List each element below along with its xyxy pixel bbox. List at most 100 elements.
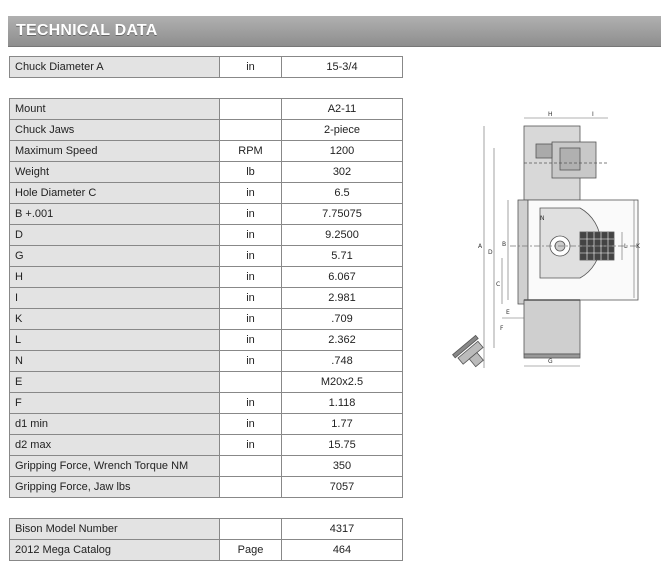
spec-row: Gripping Force, Wrench Torque NM 350 (9, 455, 403, 477)
spec-value: 15-3/4 (281, 56, 403, 78)
spec-label: K (9, 308, 220, 330)
spec-label: Chuck Diameter A (9, 56, 220, 78)
spec-value: 9.2500 (281, 224, 403, 246)
spec-label: D (9, 224, 220, 246)
spec-label: Bison Model Number (9, 518, 220, 540)
spec-value: 1.118 (281, 392, 403, 414)
spec-unit: in (219, 203, 282, 225)
spec-label: d1 min (9, 413, 220, 435)
spec-unit: in (219, 350, 282, 372)
spec-unit: in (219, 266, 282, 288)
spec-label: Maximum Speed (9, 140, 220, 162)
spec-value: 2.362 (281, 329, 403, 351)
chuck-body-lower (523, 299, 581, 355)
spec-value: 7.75075 (281, 203, 403, 225)
chuck-technical-drawing: H I A D B C E F G L K N (452, 111, 641, 368)
dim-label-i: I (592, 111, 594, 118)
spec-label: F (9, 392, 220, 414)
spec-unit (219, 476, 282, 498)
spec-unit: in (219, 56, 282, 78)
spec-unit: RPM (219, 140, 282, 162)
dim-label-k: K (636, 243, 641, 250)
spec-value: 6.067 (281, 266, 403, 288)
spec-row: Chuck Jaws 2-piece (9, 119, 403, 141)
spec-label: H (9, 266, 220, 288)
spec-value: 6.5 (281, 182, 403, 204)
spec-unit: in (219, 182, 282, 204)
chuck-flange (517, 199, 529, 305)
spec-label: Gripping Force, Jaw lbs (9, 476, 220, 498)
spec-value: 1.77 (281, 413, 403, 435)
spec-unit (219, 455, 282, 477)
spec-value: 15.75 (281, 434, 403, 456)
spec-label: N (9, 350, 220, 372)
spec-unit: in (219, 308, 282, 330)
dim-label-b: B (502, 241, 506, 248)
dim-label-d: D (488, 249, 493, 256)
spec-label: Chuck Jaws (9, 119, 220, 141)
dim-label-n: N (540, 215, 545, 222)
spec-value: .748 (281, 350, 403, 372)
section-header: TECHNICAL DATA (8, 16, 661, 47)
spec-value: M20x2.5 (281, 371, 403, 393)
spec-value: 2.981 (281, 287, 403, 309)
spec-value: 5.71 (281, 245, 403, 267)
spec-label: Weight (9, 161, 220, 183)
dim-label-h: H (548, 111, 553, 118)
spec-label: L (9, 329, 220, 351)
dim-label-g: G (548, 358, 553, 365)
spec-label: G (9, 245, 220, 267)
dim-label-c: C (496, 281, 500, 288)
spec-unit: in (219, 413, 282, 435)
dim-label-e: E (506, 309, 510, 316)
spec-label: 2012 Mega Catalog (9, 539, 220, 561)
spec-unit: in (219, 245, 282, 267)
spec-value: 464 (281, 539, 403, 561)
spec-label: E (9, 371, 220, 393)
spec-unit: in (219, 287, 282, 309)
spec-value: 7057 (281, 476, 403, 498)
spec-unit: lb (219, 161, 282, 183)
spec-value: 350 (281, 455, 403, 477)
spec-row: Bison Model Number 4317 (9, 518, 403, 540)
spec-label: I (9, 287, 220, 309)
spec-unit: in (219, 392, 282, 414)
spec-unit: in (219, 329, 282, 351)
spec-value: 2-piece (281, 119, 403, 141)
spec-label: Gripping Force, Wrench Torque NM (9, 455, 220, 477)
dim-label-l: L (624, 243, 628, 250)
spec-row: Gripping Force, Jaw lbs 7057 (9, 476, 403, 498)
spec-label: B +.001 (9, 203, 220, 225)
spec-unit: Page (219, 539, 282, 561)
spec-unit (219, 518, 282, 540)
dim-label-f: F (500, 325, 504, 332)
spec-value: 302 (281, 161, 403, 183)
spec-unit (219, 98, 282, 120)
spec-value: A2-11 (281, 98, 403, 120)
t-slot-detail (452, 334, 484, 368)
spec-value: 1200 (281, 140, 403, 162)
spec-unit: in (219, 224, 282, 246)
spec-unit: in (219, 434, 282, 456)
spec-value: 4317 (281, 518, 403, 540)
section-title: TECHNICAL DATA (16, 22, 158, 39)
spec-unit (219, 119, 282, 141)
spec-label: Hole Diameter C (9, 182, 220, 204)
